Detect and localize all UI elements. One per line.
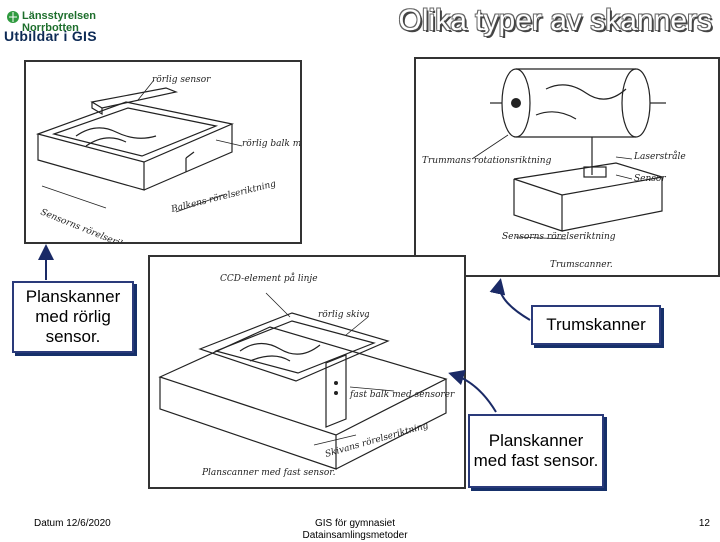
page-number: 12 <box>699 518 710 529</box>
footer-course-line1: GIS för gymnasiet <box>270 518 440 530</box>
footer-course-line2: Datainsamlingsmetoder <box>270 530 440 542</box>
callout-planskanner-fast: Planskanner med fast sensor. <box>468 414 604 488</box>
callout-planskanner-rorlig: Planskanner med rörlig sensor. <box>12 281 134 353</box>
callout-trumskanner: Trumskanner <box>531 305 661 345</box>
footer-course: GIS för gymnasiet Datainsamlingsmetoder <box>270 518 440 542</box>
arrow-to-drum <box>500 282 530 320</box>
arrow-to-flatbed-fixed <box>452 374 496 412</box>
footer-date: Datum 12/6/2020 <box>34 518 111 529</box>
